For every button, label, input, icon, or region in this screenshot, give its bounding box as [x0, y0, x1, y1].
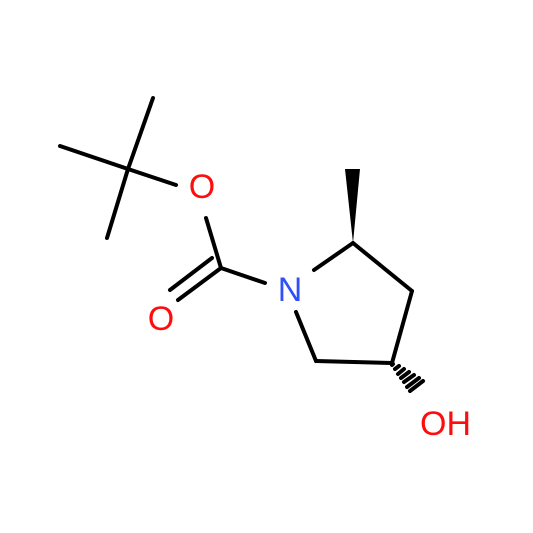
bond-nitrogen-to-c2 [312, 241, 355, 272]
bond-carbonyl-carbon-to-nitrogen [219, 266, 267, 285]
bond-tbu-lower-arm [105, 167, 130, 240]
wedge-bond-methyl [345, 169, 360, 243]
ring-nitrogen-label: N [278, 271, 303, 309]
bond-carbonyl-double-b [168, 256, 214, 292]
bond-c5-to-nitrogen [294, 310, 318, 363]
bond-c2-to-c3 [351, 241, 414, 293]
hash-bond-hydroxyl [390, 362, 425, 393]
hydroxyl-label: OH [420, 405, 471, 443]
bond-ester-oxygen-to-carbonyl-carbon [204, 216, 223, 270]
carbonyl-oxygen-label: O [148, 300, 174, 338]
bond-c4-to-c5 [314, 359, 394, 365]
bond-tbu-to-ester-oxygen [126, 167, 178, 187]
bond-c3-to-c4 [390, 289, 414, 365]
bond-tbu-upper-arm [126, 96, 155, 171]
ester-oxygen-label: O [189, 168, 215, 206]
bond-carbonyl-double-a [176, 266, 223, 302]
bond-tbu-left-arm [58, 144, 130, 171]
